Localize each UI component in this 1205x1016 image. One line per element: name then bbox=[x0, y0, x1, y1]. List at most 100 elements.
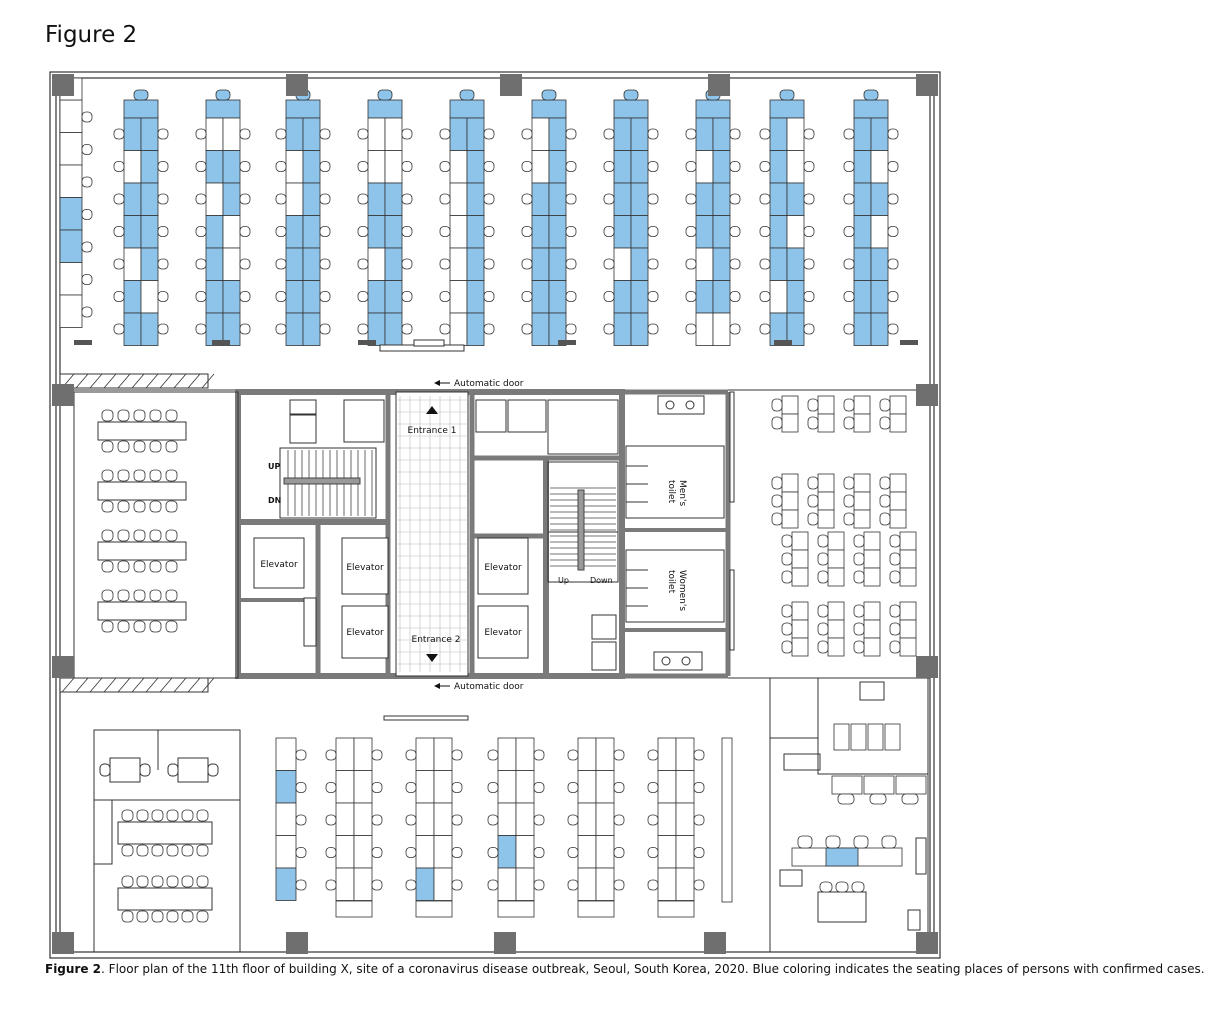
chair bbox=[887, 258, 899, 270]
chair bbox=[371, 749, 383, 761]
desk-seat bbox=[889, 395, 907, 415]
desk-seat bbox=[863, 601, 881, 621]
desk-seat bbox=[613, 215, 632, 249]
chair bbox=[817, 570, 829, 584]
counter bbox=[383, 715, 469, 721]
chair bbox=[157, 291, 169, 302]
chair bbox=[879, 476, 891, 490]
svg-text:Elevator: Elevator bbox=[484, 628, 522, 638]
desk-seat bbox=[302, 215, 321, 249]
chair bbox=[567, 782, 579, 793]
lower-desk-area bbox=[99, 715, 733, 923]
desk-seat bbox=[889, 491, 907, 511]
chair bbox=[239, 323, 251, 335]
desk-seat bbox=[222, 182, 241, 216]
chair bbox=[195, 193, 207, 205]
chair bbox=[759, 291, 771, 302]
desk-seat bbox=[415, 867, 435, 901]
chair bbox=[487, 749, 499, 761]
chair bbox=[133, 469, 146, 482]
desk-seat bbox=[433, 737, 453, 771]
chair bbox=[101, 440, 114, 453]
desk-seat bbox=[863, 619, 881, 639]
desk-seat bbox=[285, 182, 304, 216]
desk-seat bbox=[675, 835, 695, 869]
chair bbox=[781, 604, 793, 618]
chair bbox=[195, 323, 207, 335]
chair bbox=[167, 763, 179, 777]
desk-seat bbox=[781, 395, 799, 415]
table bbox=[117, 821, 213, 845]
chair bbox=[151, 875, 164, 888]
desk-seat bbox=[577, 867, 597, 901]
chair bbox=[613, 782, 625, 793]
desk-seat bbox=[466, 150, 485, 184]
caption-label: Figure 2 bbox=[45, 962, 102, 976]
chair bbox=[807, 416, 819, 430]
desk-seat bbox=[695, 150, 714, 184]
chair bbox=[685, 291, 697, 302]
desk-column bbox=[685, 89, 741, 346]
pillars bbox=[52, 74, 938, 954]
chair bbox=[759, 323, 771, 335]
meeting-table bbox=[97, 529, 187, 573]
desk-seat bbox=[123, 117, 142, 151]
desk-seat bbox=[657, 737, 677, 771]
desk-seat bbox=[889, 473, 907, 493]
chair bbox=[781, 552, 793, 566]
chair bbox=[889, 570, 901, 584]
chair bbox=[647, 193, 659, 205]
chair bbox=[113, 291, 125, 302]
desk-seat bbox=[302, 150, 321, 184]
chair bbox=[521, 226, 533, 237]
desk-seat bbox=[613, 247, 632, 281]
desk-seat bbox=[531, 117, 550, 151]
desk-seat bbox=[335, 802, 355, 836]
chair bbox=[889, 622, 901, 636]
desk-seat bbox=[367, 215, 386, 249]
chair bbox=[729, 193, 741, 205]
chair bbox=[81, 306, 93, 318]
desk-seat bbox=[123, 215, 142, 249]
desk-seat bbox=[123, 280, 142, 314]
chair bbox=[879, 398, 891, 412]
womens-toilet-label: Women'stoilet bbox=[666, 570, 687, 611]
chair bbox=[195, 291, 207, 302]
desk-seat bbox=[853, 473, 871, 493]
chair bbox=[771, 476, 783, 490]
desk-seat bbox=[285, 312, 304, 346]
desk-seat bbox=[781, 473, 799, 493]
desk-seat bbox=[595, 770, 615, 804]
northeast-seating bbox=[771, 395, 917, 657]
meeting-table bbox=[97, 409, 187, 453]
desk-foot bbox=[497, 900, 535, 918]
desk-seat bbox=[384, 182, 403, 216]
chair bbox=[483, 128, 495, 140]
chair bbox=[603, 291, 615, 302]
chair bbox=[439, 323, 451, 335]
chair bbox=[647, 226, 659, 237]
desk-head bbox=[695, 99, 731, 119]
chair bbox=[133, 620, 146, 633]
automatic-doors: Automatic door Automatic door bbox=[434, 379, 524, 692]
desk-seat bbox=[302, 117, 321, 151]
right-stairwell: Up Down bbox=[475, 399, 619, 671]
desk-seat bbox=[531, 182, 550, 216]
chair bbox=[133, 409, 146, 422]
desk-seat bbox=[791, 567, 809, 587]
svg-text:Elevator: Elevator bbox=[346, 628, 384, 638]
desk-seat bbox=[817, 509, 835, 529]
chair bbox=[693, 782, 705, 793]
desk-head bbox=[123, 99, 159, 119]
chair bbox=[843, 226, 855, 237]
desk-column bbox=[647, 737, 705, 918]
automatic-door-top-label: Automatic door bbox=[454, 379, 524, 389]
chair bbox=[685, 323, 697, 335]
chair bbox=[401, 193, 413, 205]
desk-seat bbox=[786, 182, 805, 216]
desk-seat bbox=[870, 182, 889, 216]
chair bbox=[863, 89, 879, 101]
desk-seat bbox=[275, 770, 297, 804]
chair bbox=[195, 226, 207, 237]
chair bbox=[647, 879, 659, 891]
